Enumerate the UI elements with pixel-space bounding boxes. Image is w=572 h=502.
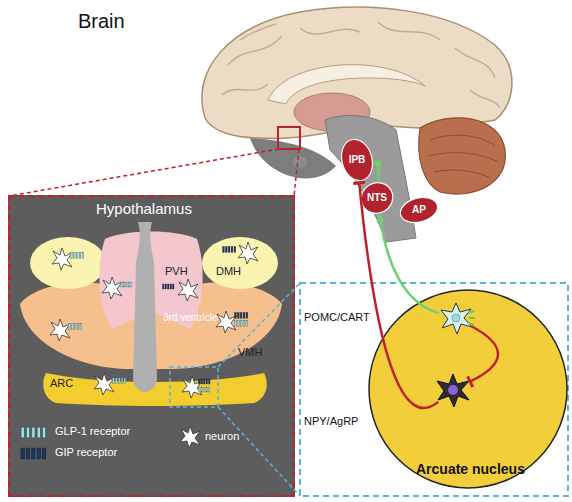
zoom-leader-lines — [9, 149, 299, 196]
region-label: ARC — [50, 377, 73, 390]
legend-text: GLP-1 receptor — [55, 425, 130, 438]
zoom-square — [278, 127, 300, 149]
nucleus-oval — [398, 193, 441, 226]
temporal-lobe — [250, 138, 336, 179]
cerebellum-folia — [428, 135, 498, 178]
neuron-label: NPY/AgRP — [304, 415, 358, 428]
neuron-nucleus — [452, 314, 460, 322]
brainstem-nucleus: AP — [398, 196, 440, 224]
neuron-nucleus — [448, 385, 458, 395]
nucleus-oval — [356, 177, 399, 219]
thalamus — [294, 93, 370, 131]
inset-frame — [300, 283, 568, 496]
neuron-label: POMC/CART — [304, 311, 370, 324]
ventricle-label: 3rd ventricle — [163, 312, 217, 324]
circle-shape — [369, 290, 567, 488]
node-outline — [42, 363, 268, 405]
corpus-callosum — [268, 65, 425, 104]
brain-cerebrum — [202, 7, 512, 138]
nucleus-label: NTS — [359, 192, 395, 204]
neuron-body — [441, 303, 472, 334]
region-label: DMH — [216, 265, 241, 278]
node-outline — [438, 300, 474, 336]
nucleus-label: AP — [398, 204, 440, 216]
neuron-body — [437, 374, 469, 407]
node-outline — [434, 371, 472, 409]
brainstem — [325, 115, 416, 242]
inset-heading: Hypothalamus — [96, 200, 192, 217]
region-shape — [202, 237, 278, 289]
legend-text: neuron — [205, 430, 239, 443]
pomc-neuron: POMC/CART — [438, 300, 474, 336]
cerebellum — [419, 118, 506, 194]
region-label: PVH — [165, 265, 188, 278]
region-shape — [30, 237, 106, 289]
arc-region: ARC — [42, 363, 268, 405]
legend-text: GIP receptor — [55, 446, 117, 459]
node-outline — [368, 289, 568, 489]
circle-title: Arcuate nucleus — [416, 461, 525, 477]
region-shape — [43, 373, 267, 406]
hypothalamus-inset: HypothalamusPVH DMH VMH ARC — [8, 195, 295, 497]
npy-neuron: NPY/AgRP — [434, 371, 472, 409]
figure-label: Brain — [78, 10, 125, 33]
brainstem-nucleus: lPB — [340, 137, 374, 183]
pathway-connector — [374, 163, 379, 181]
region-shape — [20, 283, 282, 369]
region-label: VMH — [238, 346, 262, 359]
arcuate-circle: Arcuate nucleus POMC/CART NPY/AgRP — [368, 289, 568, 489]
brainstem-nucleus: NTS — [359, 181, 395, 215]
nucleus-oval — [337, 136, 377, 184]
brain-gyri — [222, 22, 500, 108]
pituitary — [293, 156, 307, 168]
nucleus-label: lPB — [340, 154, 374, 166]
receptor-marks — [468, 311, 475, 325]
